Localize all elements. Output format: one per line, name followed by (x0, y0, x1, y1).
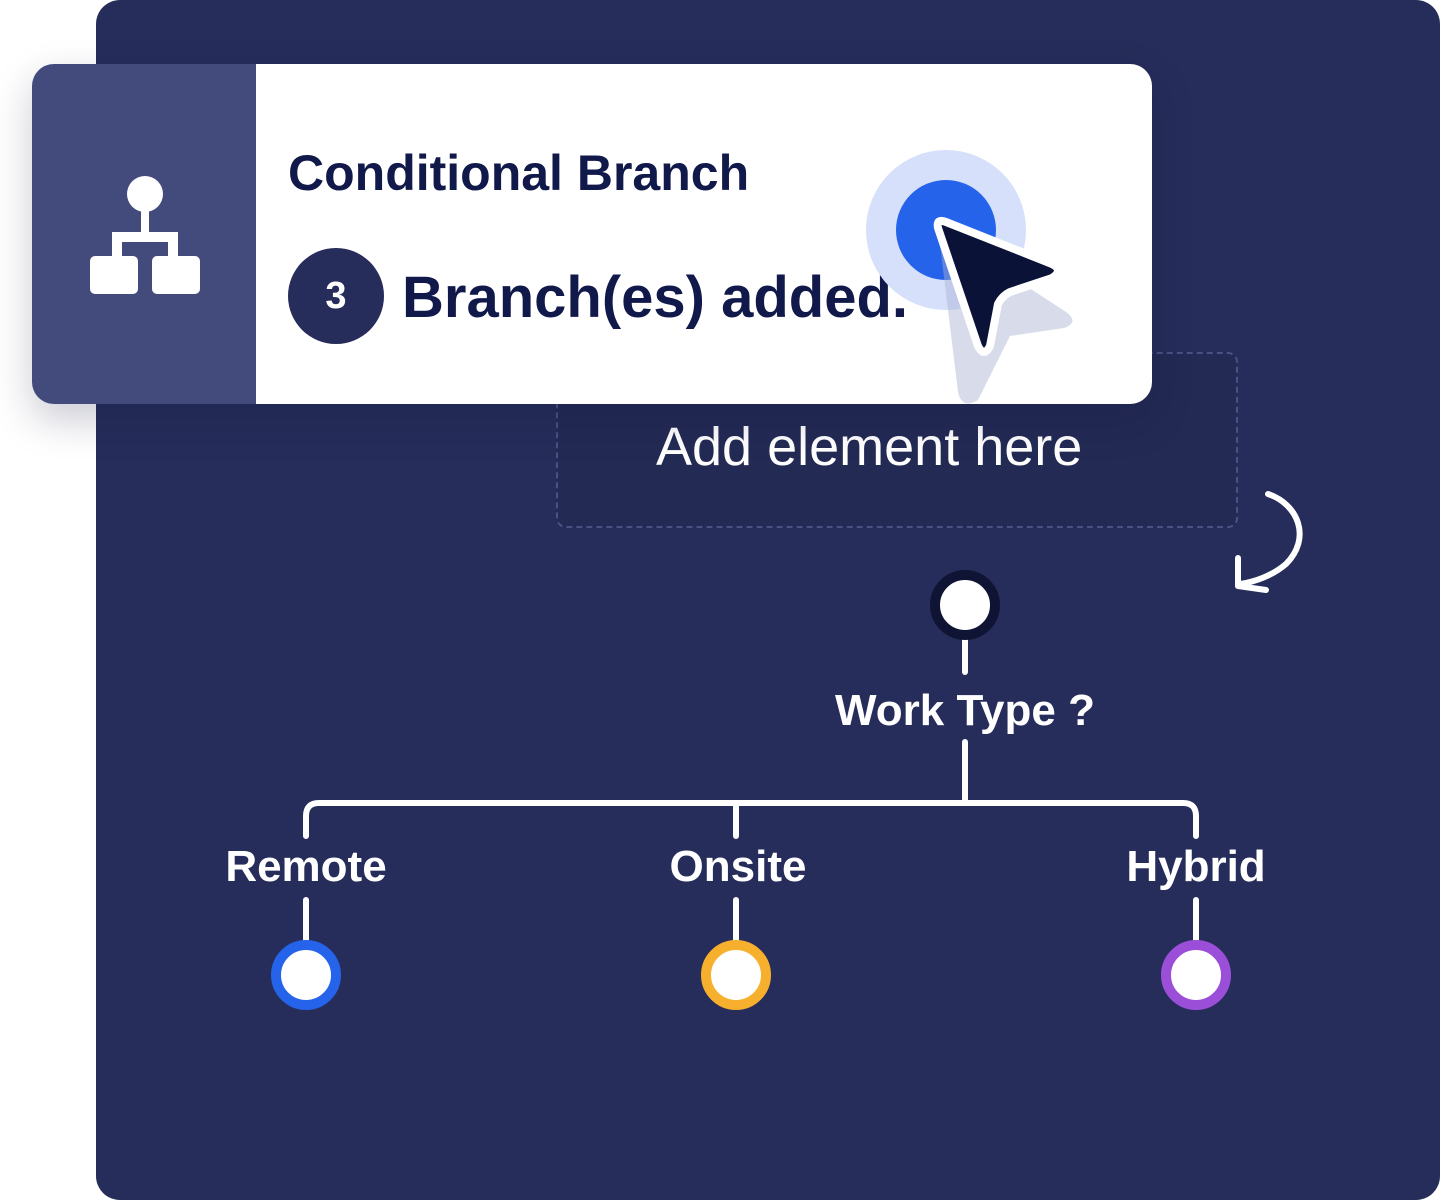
branch-label-onsite: Onsite (669, 842, 807, 891)
hierarchy-icon (90, 176, 200, 294)
remote-node[interactable] (271, 940, 341, 1010)
branch-bar (303, 800, 1199, 839)
card-title: Conditional Branch (288, 145, 750, 201)
card-icon-panel (32, 64, 256, 404)
branch-label-remote: Remote (225, 842, 387, 891)
question-label: Work Type ? (835, 686, 1095, 735)
conditional-branch-card[interactable]: Conditional Branch 3 Branch(es) added. (32, 64, 1152, 404)
branch-count-badge: 3 (288, 248, 384, 344)
root-node[interactable] (930, 570, 1000, 640)
dropzone-label: Add element here (656, 417, 1083, 477)
branch-status-text: Branch(es) added. (402, 265, 908, 330)
onsite-node[interactable] (701, 940, 771, 1010)
hybrid-node[interactable] (1161, 940, 1231, 1010)
curved-arrow-icon (1235, 491, 1303, 593)
branch-label-hybrid: Hybrid (1126, 842, 1266, 891)
